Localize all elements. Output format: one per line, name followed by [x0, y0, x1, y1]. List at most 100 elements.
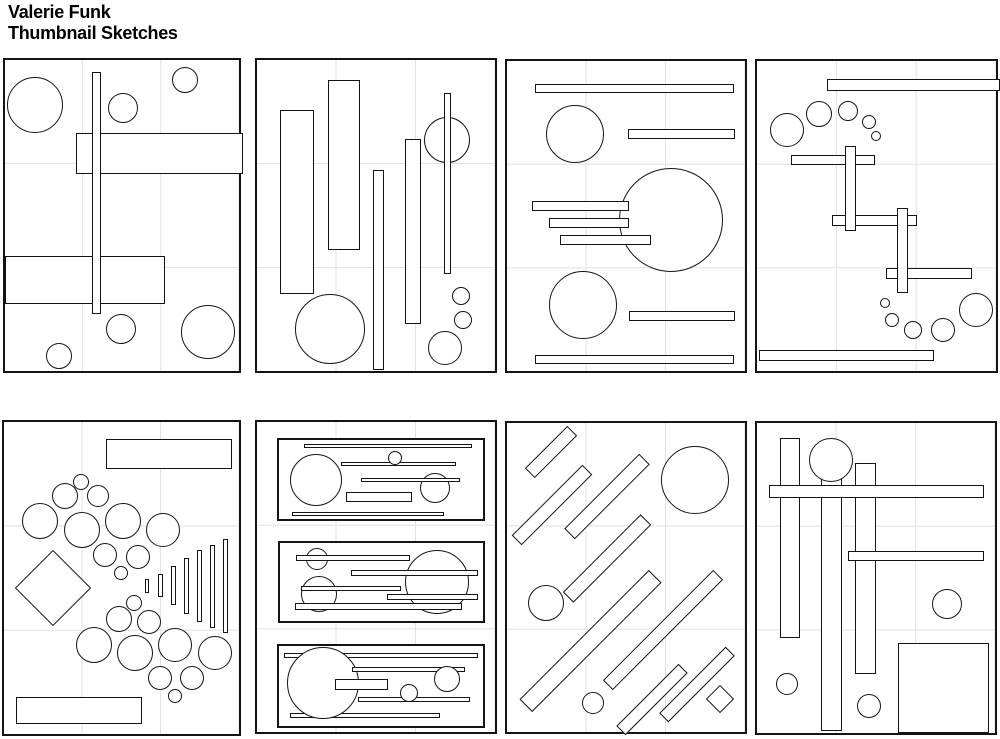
- page-subtitle: Thumbnail Sketches: [8, 23, 178, 43]
- diamond: [705, 684, 735, 714]
- horizontal-bar: [769, 485, 984, 498]
- fan-slat: [158, 574, 163, 597]
- circle-shape: [838, 101, 858, 121]
- circle-shape: [117, 635, 153, 671]
- horizontal-bar: [832, 215, 917, 226]
- circle-shape: [528, 585, 564, 621]
- circle-shape: [168, 689, 182, 703]
- wide-rect: [76, 133, 243, 174]
- thumbnail-sketch-3: [505, 59, 747, 373]
- horizontal-bar: [284, 653, 478, 658]
- circle-shape: [52, 483, 78, 509]
- wide-rect: [5, 256, 165, 304]
- thumbnail-sketch-6: [255, 420, 497, 734]
- circle-shape: [661, 446, 729, 514]
- circle-shape: [108, 93, 138, 123]
- diagonal-bar: [524, 425, 578, 479]
- fan-slat: [171, 566, 176, 605]
- wide-rect: [346, 492, 412, 502]
- tall-rect: [280, 110, 314, 294]
- circle-shape: [932, 589, 962, 619]
- fan-slat: [223, 539, 228, 633]
- circle-shape: [295, 294, 365, 364]
- square: [898, 643, 989, 733]
- circle-shape: [546, 105, 604, 163]
- circle-shape: [105, 503, 141, 539]
- horizontal-bar: [301, 586, 401, 591]
- circle-shape: [857, 694, 881, 718]
- lollipop-stem: [821, 468, 842, 731]
- thumbnail-sketch-7: [505, 421, 747, 735]
- thumbnail-sketch-4: [755, 59, 1000, 373]
- circle-shape: [64, 512, 100, 548]
- circle-shape: [770, 113, 804, 147]
- diamond: [14, 549, 92, 627]
- author-name: Valerie Funk: [8, 2, 111, 22]
- circle-shape: [114, 566, 128, 580]
- circle-shape: [428, 331, 462, 365]
- circle-shape: [126, 595, 142, 611]
- circle-shape: [87, 485, 109, 507]
- circle-shape: [93, 543, 117, 567]
- circle-shape: [137, 610, 161, 634]
- circle-shape: [22, 503, 58, 539]
- horizontal-bar: [290, 713, 440, 718]
- horizontal-bar: [532, 201, 629, 211]
- circle-shape: [158, 628, 192, 662]
- circle-shape: [290, 454, 342, 506]
- horizontal-bar: [827, 79, 1000, 91]
- horizontal-bar: [886, 268, 972, 279]
- vertical-bar: [897, 208, 908, 293]
- horizontal-bar: [791, 155, 875, 165]
- circle-shape: [106, 606, 132, 632]
- horizontal-bar: [296, 555, 410, 561]
- circle-shape: [871, 131, 881, 141]
- horizontal-bar: [848, 551, 984, 561]
- circle-shape: [400, 684, 418, 702]
- circle-shape: [931, 318, 955, 342]
- circle-shape: [180, 666, 204, 690]
- circle-shape: [454, 311, 472, 329]
- circle-shape: [549, 271, 617, 339]
- lollipop-circle: [809, 438, 853, 482]
- horizontal-bar: [351, 570, 478, 576]
- horizontal-bar: [292, 512, 444, 516]
- horizontal-bar: [387, 594, 478, 600]
- circle-shape: [880, 298, 890, 308]
- circle-shape: [126, 545, 150, 569]
- horizontal-bar: [549, 218, 629, 228]
- vertical-bar: [92, 72, 101, 314]
- fan-slat: [145, 579, 149, 593]
- fan-slat: [210, 545, 215, 628]
- wide-rect: [106, 439, 232, 469]
- horizontal-bar: [759, 350, 934, 361]
- circle-shape: [904, 321, 922, 339]
- circle-shape: [172, 67, 198, 93]
- horizontal-bar: [629, 311, 735, 321]
- circle-shape: [862, 115, 876, 129]
- thumbnail-sketch-1: [3, 58, 243, 373]
- vertical-bar: [855, 463, 876, 674]
- horizontal-bar: [361, 478, 460, 482]
- circle-shape: [106, 314, 136, 344]
- horizontal-bar: [295, 603, 462, 610]
- vertical-bar: [780, 438, 800, 638]
- tall-rect: [328, 80, 360, 250]
- horizontal-bar: [304, 444, 472, 448]
- circle-shape: [619, 168, 723, 272]
- circle-shape: [959, 293, 993, 327]
- thumbnail-sketch-8: [755, 421, 997, 735]
- vertical-bar: [845, 146, 856, 231]
- wide-rect: [16, 697, 142, 724]
- fan-slat: [197, 550, 202, 622]
- horizontal-bar: [560, 235, 651, 245]
- horizontal-bar: [535, 355, 734, 364]
- circle-shape: [7, 77, 63, 133]
- vertical-bar: [444, 93, 451, 274]
- vertical-bar: [405, 139, 421, 324]
- circle-shape: [181, 305, 235, 359]
- horizontal-bar: [535, 84, 734, 93]
- wide-rect: [335, 679, 388, 690]
- circle-shape: [776, 673, 798, 695]
